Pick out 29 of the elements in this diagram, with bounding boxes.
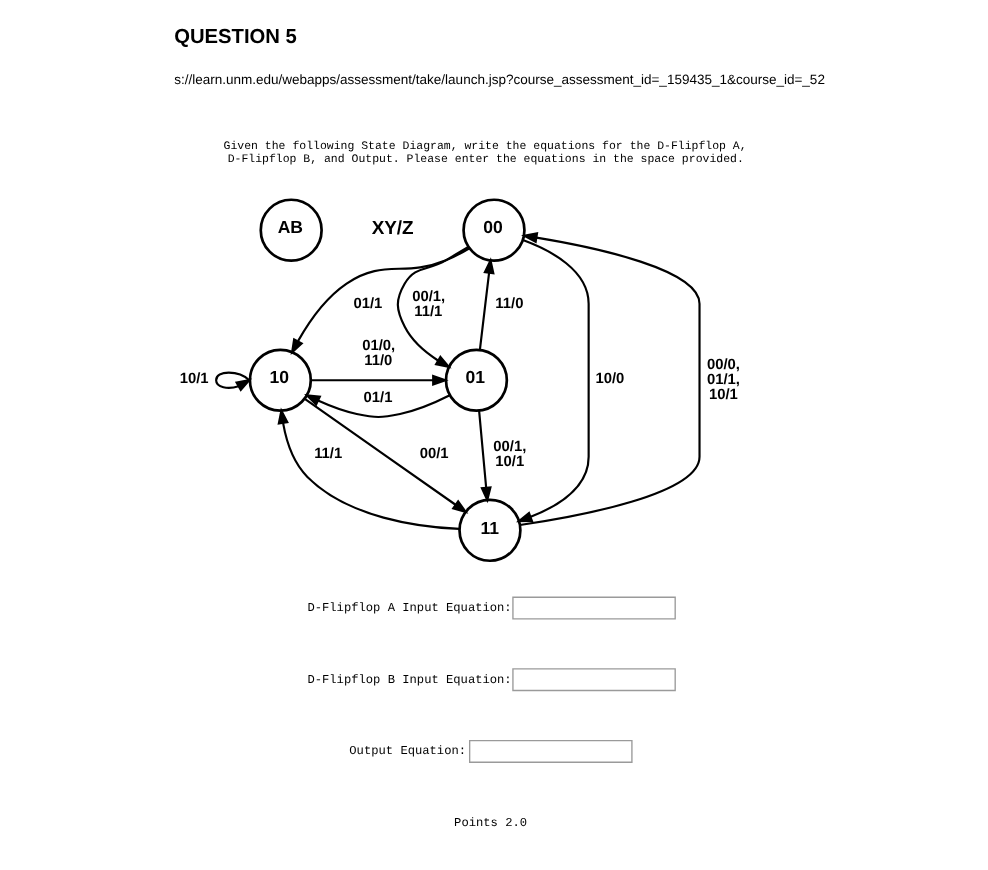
edge-label: 10/0 [595, 368, 625, 387]
diagram-title: QUESTION 5 [174, 26, 297, 49]
node-circle: 11 [458, 498, 522, 563]
node-circle: 00 [462, 198, 526, 262]
edge-label: 00/1, 11/1 [412, 286, 446, 320]
edge-label: 00/1, 10/1 [493, 436, 527, 470]
arrow [515, 239, 590, 523]
edge-label: 10/1 [179, 368, 209, 387]
arrow [277, 407, 460, 530]
node-circle: 01 [444, 348, 509, 412]
node-circle: AB [259, 198, 323, 262]
edge-label: 00/1 [419, 443, 449, 462]
node-label: XY/Z [371, 217, 414, 240]
node-circle: 10 [248, 348, 313, 412]
arrow [396, 246, 469, 369]
arrow [290, 247, 470, 355]
arrow [215, 371, 253, 392]
edge-label: 01/0, 11/0 [362, 336, 396, 370]
edge-label: 01/1 [353, 293, 383, 312]
arrow [311, 374, 449, 387]
arrow [304, 397, 469, 514]
edge-label: 11/0 [495, 293, 524, 312]
arrow [519, 232, 701, 527]
edge-label: 01/1 [363, 387, 393, 406]
arrow [304, 393, 451, 419]
arrow [478, 257, 495, 350]
edge-label: 00/0, 01/1, 10/1 [706, 355, 740, 403]
edge-label: 11/1 [314, 443, 343, 462]
arrow [478, 410, 492, 504]
